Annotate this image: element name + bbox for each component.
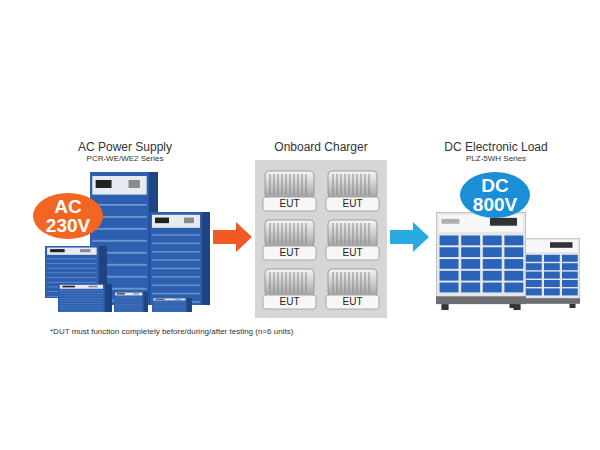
- eut-label: EUT: [324, 296, 381, 308]
- charger-panel: Onboard ChargerEUTEUTEUTEUTEUTEUT: [255, 160, 387, 318]
- electronic-load-unit: [436, 212, 526, 310]
- equipment-group: AC Power SupplyPCR-WE/WE2 Series AC 230V: [30, 140, 210, 315]
- voltage-badge: DC 800V: [460, 172, 530, 218]
- panel-title: Onboard Charger: [255, 140, 387, 154]
- eut-device: EUT: [324, 217, 381, 261]
- flow-arrow: [390, 222, 429, 252]
- voltage-text: DC 800V: [471, 176, 519, 214]
- voltage-text: AC 230V: [44, 197, 92, 235]
- eut-label: EUT: [261, 198, 318, 210]
- flow-arrow: [213, 222, 252, 252]
- power-supply-unit: [58, 284, 112, 312]
- eut-device: EUT: [324, 266, 381, 310]
- equipment-title: AC Power Supply: [40, 140, 210, 154]
- eut-device: EUT: [261, 217, 318, 261]
- footnote: *DUT must function completely before/dur…: [50, 327, 293, 337]
- eut-device: EUT: [261, 266, 318, 310]
- equipment-title: DC Electronic Load: [432, 140, 560, 154]
- power-supply-unit: [114, 292, 148, 312]
- heading-block: DC Electronic LoadPLZ-5WH Series: [432, 140, 588, 164]
- eut-label: EUT: [261, 296, 318, 308]
- eut-device: EUT: [324, 168, 381, 212]
- eut-label: EUT: [324, 247, 381, 259]
- heading-block: AC Power SupplyPCR-WE/WE2 Series: [30, 140, 210, 164]
- series-name: PCR-WE/WE2 Series: [40, 154, 210, 164]
- power-supply-unit: [152, 298, 192, 312]
- eut-device: EUT: [261, 168, 318, 212]
- eut-label: EUT: [324, 198, 381, 210]
- voltage-badge: AC 230V: [33, 193, 103, 239]
- equipment-group: DC Electronic LoadPLZ-5WH Series DC 800V: [432, 140, 588, 315]
- eut-label: EUT: [261, 247, 318, 259]
- series-name: PLZ-5WH Series: [432, 154, 560, 164]
- power-supply-unit: [150, 212, 210, 305]
